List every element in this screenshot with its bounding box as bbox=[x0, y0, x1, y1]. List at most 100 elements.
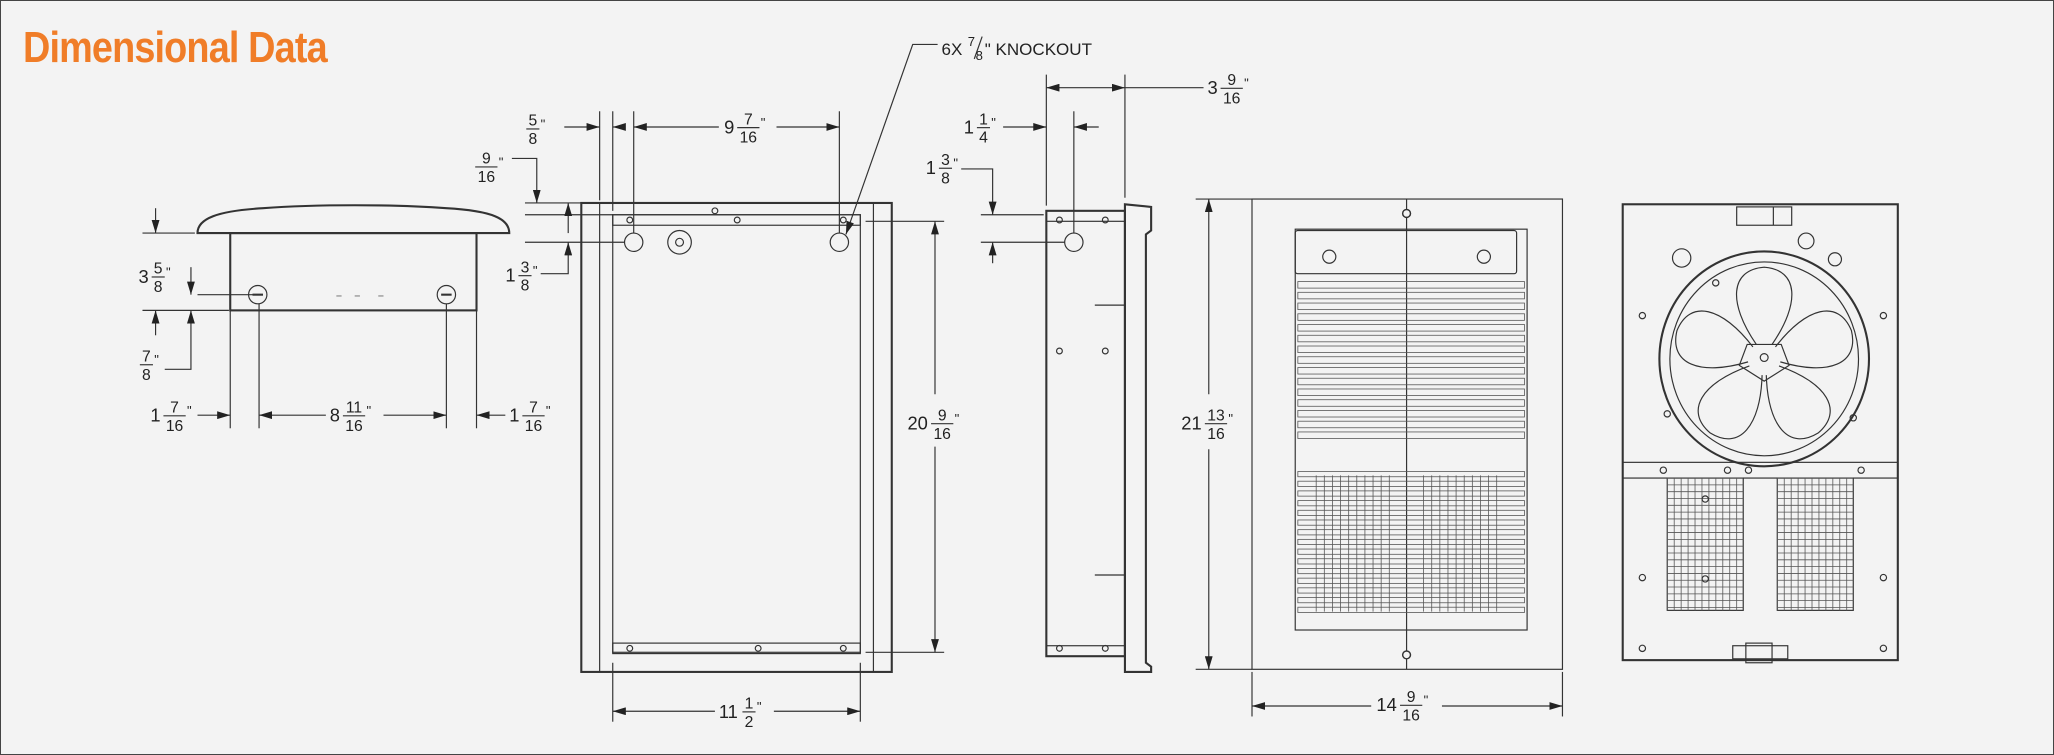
louver-slat bbox=[1297, 399, 1525, 407]
dim-denominator: 8 bbox=[521, 278, 530, 295]
louver-slat bbox=[1297, 420, 1525, 429]
inch-mark: " bbox=[187, 403, 192, 418]
knockout-icon bbox=[667, 229, 692, 255]
inch-mark: " bbox=[366, 403, 371, 418]
screw-icon bbox=[1663, 410, 1671, 418]
louver-slat bbox=[1297, 345, 1525, 353]
dim-label-front-top-flange: 916" bbox=[475, 151, 504, 186]
louver-slat bbox=[1297, 313, 1525, 321]
screw-icon bbox=[1659, 466, 1668, 474]
dim-numerator: 9 bbox=[482, 151, 491, 168]
dim-numerator: 11 bbox=[346, 400, 362, 417]
louver-slat bbox=[1297, 367, 1525, 375]
dim-denominator: 16 bbox=[1207, 426, 1225, 443]
side-view bbox=[142, 204, 511, 429]
chassis-outline bbox=[1621, 203, 1899, 662]
grille-panel bbox=[1294, 228, 1528, 631]
outer-frame bbox=[580, 201, 893, 673]
louver-slat bbox=[1297, 568, 1525, 575]
dim-numerator: 7 bbox=[529, 400, 538, 417]
dim-denominator: 16 bbox=[933, 426, 951, 443]
louver-slat bbox=[1297, 519, 1525, 526]
inch-mark: " bbox=[499, 154, 504, 169]
screw-icon bbox=[1638, 311, 1647, 320]
knockout-icon bbox=[829, 232, 850, 253]
dim-numerator: 9 bbox=[1227, 72, 1236, 89]
dim-numerator: 5 bbox=[154, 261, 163, 278]
screw-icon bbox=[1101, 216, 1109, 224]
screw-icon bbox=[1879, 644, 1888, 653]
dim-whole: 3 bbox=[1207, 77, 1217, 98]
louver-slat bbox=[1297, 558, 1525, 565]
knockout-icon bbox=[623, 232, 644, 253]
screw-icon bbox=[1701, 575, 1709, 583]
heating-elements bbox=[1666, 477, 1854, 611]
knockout-denominator: 8 bbox=[976, 48, 983, 63]
louver-slat bbox=[1297, 538, 1525, 545]
inch-mark: " bbox=[1228, 411, 1233, 426]
screw-icon bbox=[626, 216, 634, 224]
inch-mark: " bbox=[991, 115, 996, 130]
dim-denominator: 4 bbox=[979, 130, 988, 147]
fan-blade bbox=[1774, 310, 1854, 369]
dim-denominator: 16 bbox=[345, 418, 363, 435]
fan-blade bbox=[1697, 365, 1763, 440]
side-profile-view bbox=[961, 74, 1204, 673]
cover-outline bbox=[196, 204, 511, 235]
front-box-view bbox=[511, 43, 1109, 722]
louver-slat bbox=[1297, 356, 1525, 364]
dim-label-front-left-flange: 58" bbox=[526, 113, 546, 148]
flange-profile bbox=[1123, 203, 1153, 673]
dim-numerator: 7 bbox=[142, 348, 151, 365]
louver-slat bbox=[1297, 587, 1525, 594]
louver-slat bbox=[1297, 291, 1525, 300]
louver-slat bbox=[1297, 529, 1525, 536]
heating-element bbox=[1776, 477, 1854, 611]
dim-whole: 14 bbox=[1376, 694, 1396, 715]
louver-slat bbox=[1297, 410, 1525, 418]
dim-whole: 8 bbox=[330, 405, 340, 426]
screw-icon bbox=[1744, 466, 1753, 474]
screw-icon bbox=[1638, 644, 1647, 653]
dim-denominator: 8 bbox=[528, 131, 537, 148]
dim-numerator: 9 bbox=[1407, 689, 1416, 706]
louver-slat bbox=[1297, 281, 1525, 289]
inch-mark: " bbox=[761, 115, 766, 130]
dim-numerator: 9 bbox=[938, 407, 947, 424]
dim-denominator: 2 bbox=[745, 714, 754, 731]
dim-whole: 1 bbox=[150, 405, 160, 426]
dim-whole: 21 bbox=[1181, 413, 1201, 434]
dim-numerator: 7 bbox=[744, 111, 753, 128]
inch-mark: " bbox=[546, 403, 551, 418]
screw-icon bbox=[1857, 466, 1865, 474]
louver-slat bbox=[1297, 606, 1525, 613]
screw-icon bbox=[1638, 573, 1647, 582]
dim-whole: 11 bbox=[719, 701, 738, 722]
louver-slat bbox=[1297, 597, 1525, 604]
box-profile bbox=[1045, 209, 1126, 658]
screw-icon bbox=[733, 216, 741, 224]
screw-icon bbox=[1701, 495, 1709, 503]
knockout-label: " KNOCKOUT bbox=[985, 40, 1092, 59]
louver-slat bbox=[1297, 500, 1525, 507]
dim-denominator: 16 bbox=[525, 418, 543, 435]
louver-slat bbox=[1297, 388, 1525, 396]
dim-denominator: 16 bbox=[740, 130, 758, 147]
dim-denominator: 16 bbox=[478, 169, 496, 186]
screw-icon bbox=[626, 644, 634, 652]
knockout-note: 6X 7 8 " KNOCKOUT bbox=[942, 34, 1092, 63]
dim-whole: 1 bbox=[505, 265, 515, 286]
dim-label-side-knockout-from-bottom: 78" bbox=[139, 348, 159, 384]
heating-element bbox=[1666, 477, 1744, 611]
louver-slat bbox=[1297, 471, 1525, 478]
fan-blade bbox=[1735, 266, 1793, 345]
fan-blades bbox=[1675, 266, 1854, 440]
